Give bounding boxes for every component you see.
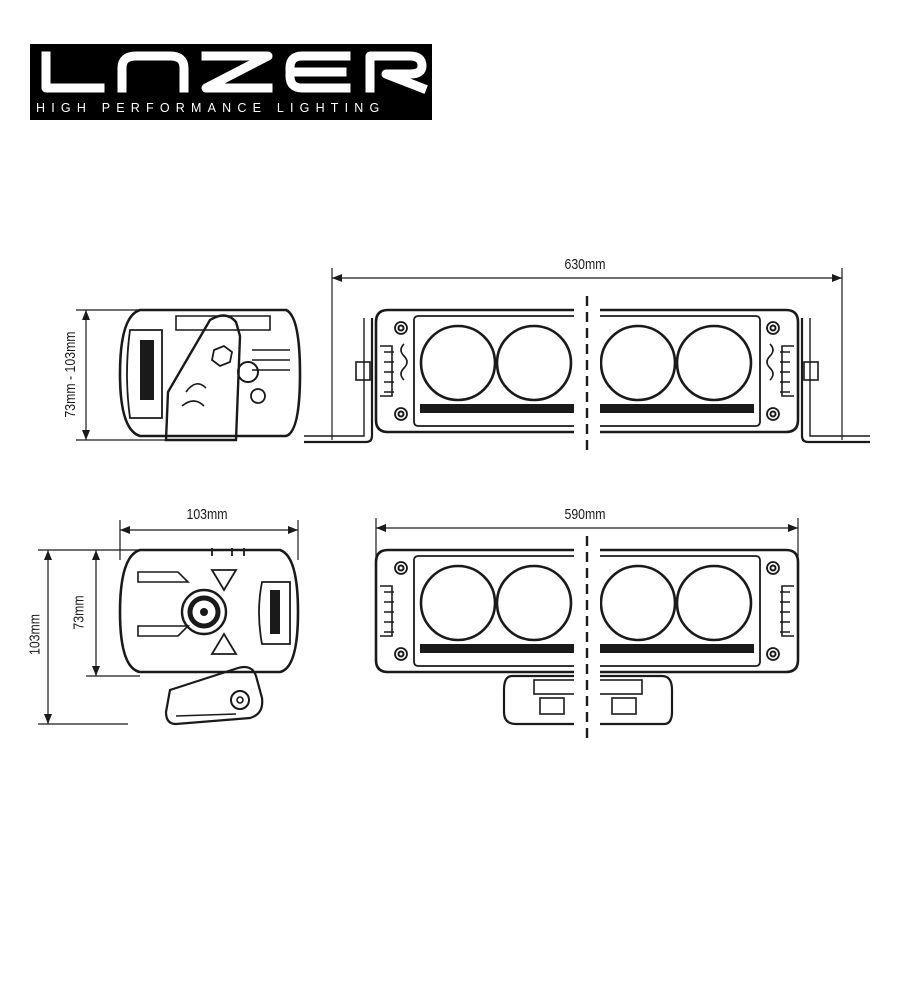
dimension-bottom-width: 590mm xyxy=(564,506,606,523)
dimension-top-width: 630mm xyxy=(564,256,606,273)
logo-tagline: HIGH PERFORMANCE LIGHTING xyxy=(36,101,386,115)
dimension-top-height: 73mm - 103mm xyxy=(62,331,80,418)
dimension-side-outer-height: 103mm xyxy=(26,613,44,656)
bottom-front-view xyxy=(374,518,800,740)
bottom-side-view xyxy=(38,520,300,726)
top-front-view xyxy=(304,268,870,460)
dimension-side-width: 103mm xyxy=(186,506,228,523)
top-side-view xyxy=(76,308,302,442)
lazer-wordmark-icon xyxy=(41,51,428,94)
dimension-side-inner-height: 73mm xyxy=(70,595,88,630)
lazer-logo: HIGH PERFORMANCE LIGHTING xyxy=(30,44,432,120)
